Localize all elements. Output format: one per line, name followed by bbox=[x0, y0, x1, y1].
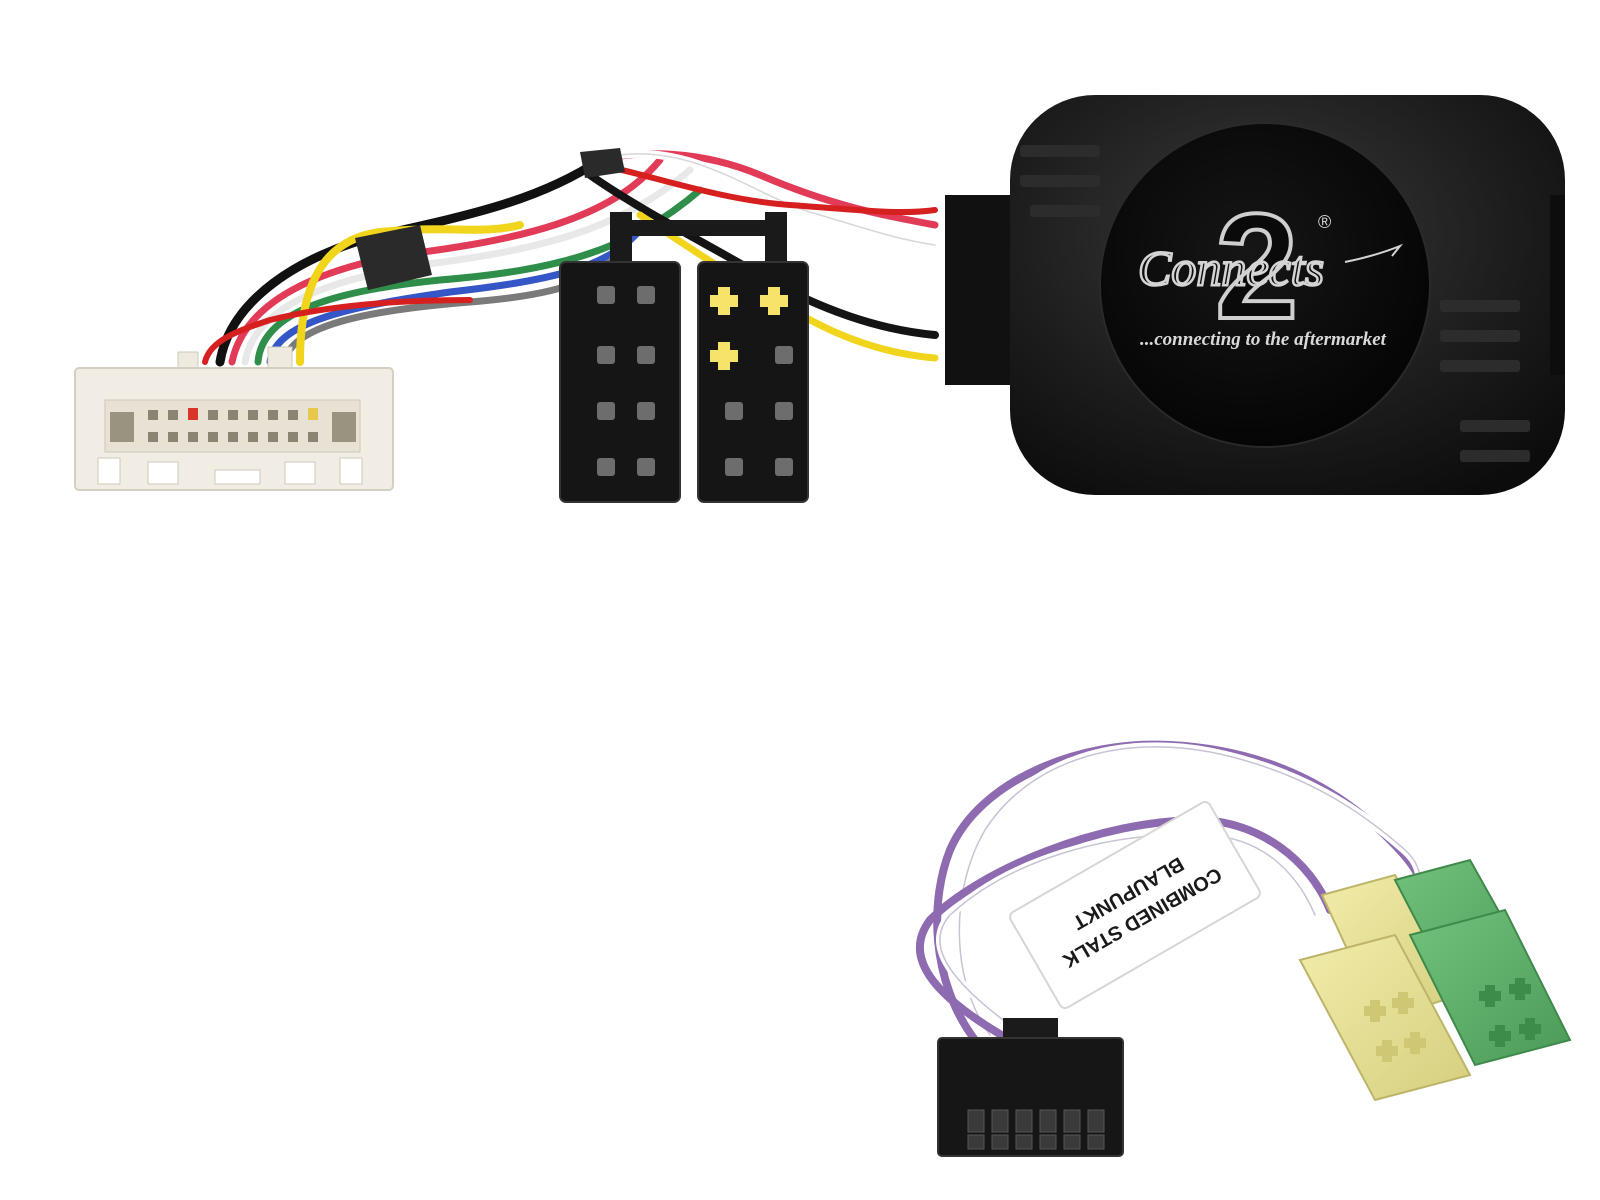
brand-slogan: ...connecting to the aftermarket bbox=[1140, 329, 1387, 350]
iso-black-connector bbox=[559, 212, 809, 503]
brand-numeral: 2 bbox=[1215, 182, 1298, 350]
twisted-pair-lead bbox=[915, 740, 1426, 1044]
mini-iso-connectors bbox=[1298, 858, 1572, 1102]
registered-mark: ® bbox=[1318, 212, 1331, 232]
interface-module: 2 ® Connects ...connecting to the afterm… bbox=[945, 95, 1565, 495]
black-pin-connector bbox=[937, 1018, 1124, 1157]
brand-swoosh-icon bbox=[1344, 243, 1404, 263]
oem-white-connector bbox=[74, 346, 394, 491]
brand-name: Connects bbox=[1138, 240, 1324, 296]
label-tag: COMBINED STALK BLAUPUNKT bbox=[1009, 801, 1261, 1009]
